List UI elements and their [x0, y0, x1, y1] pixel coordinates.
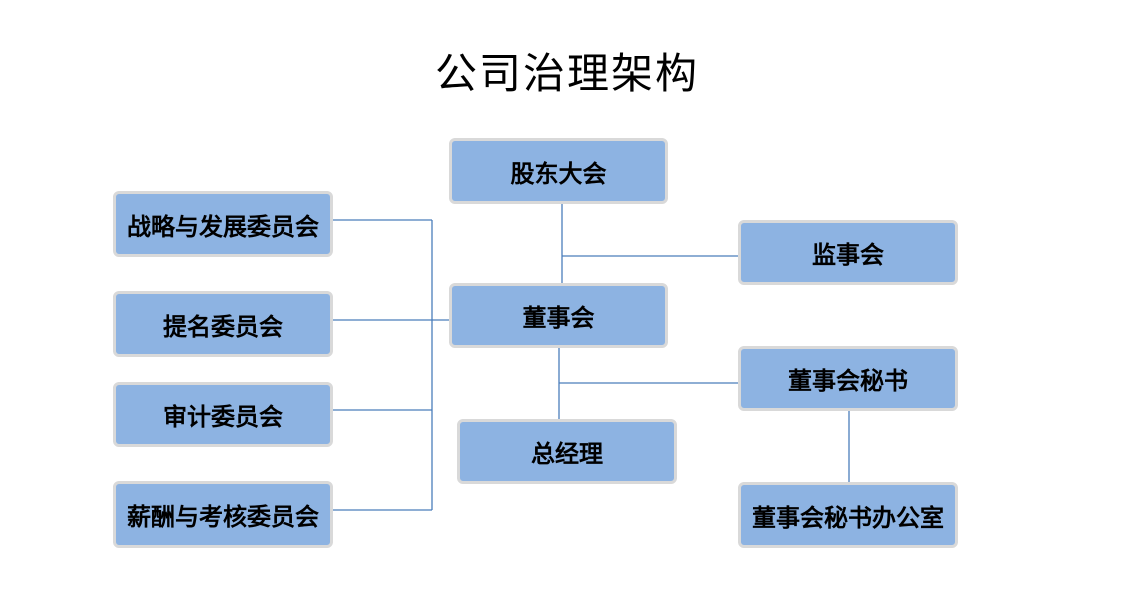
node-audit-committee: 审计委员会	[113, 382, 333, 447]
node-strategy-committee: 战略与发展委员会	[113, 191, 333, 257]
page-title: 公司治理架构	[434, 49, 699, 98]
node-board-secretary: 董事会秘书	[738, 346, 958, 411]
node-nomination-committee: 提名委员会	[113, 291, 333, 357]
node-remuneration-committee: 薪酬与考核委员会	[113, 481, 333, 548]
node-supervisory-board: 监事会	[738, 220, 958, 285]
node-secretary-office: 董事会秘书办公室	[738, 482, 958, 548]
node-general-manager: 总经理	[457, 419, 677, 484]
node-board-of-directors: 董事会	[449, 283, 668, 348]
node-shareholders-meeting: 股东大会	[449, 138, 668, 204]
